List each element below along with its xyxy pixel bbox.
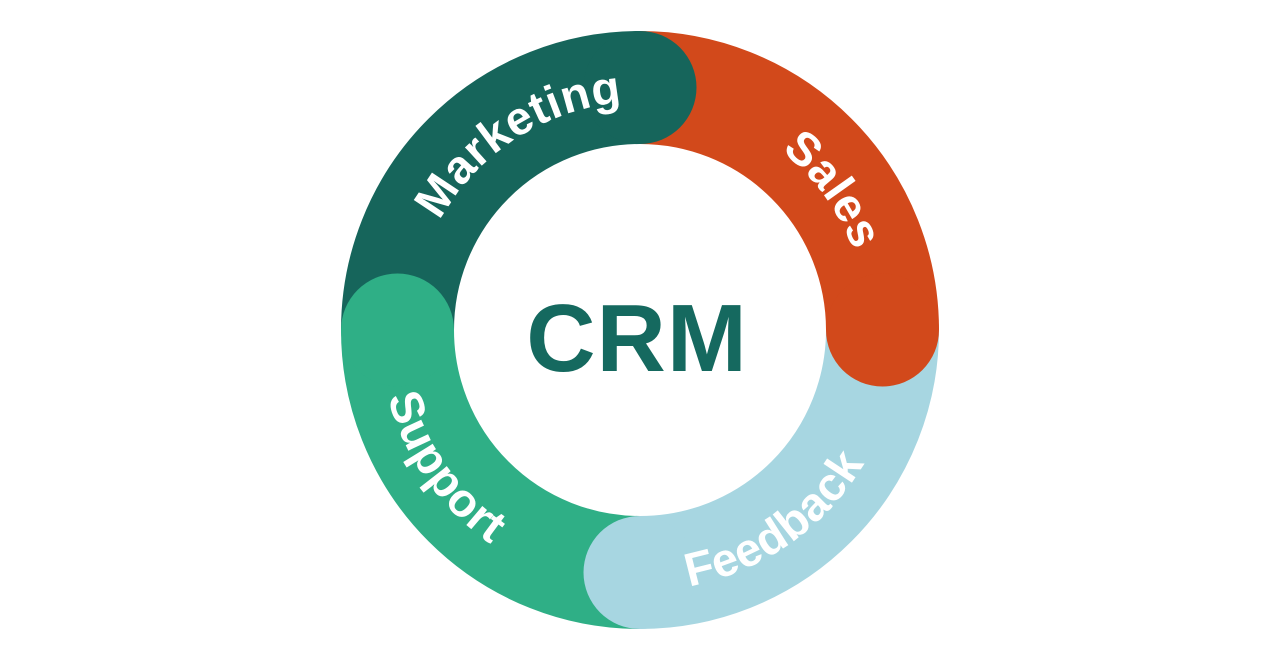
segment-marketing-head-cap: [583, 31, 697, 144]
segment-feedback-head-cap: [583, 516, 697, 629]
diagram-title: CRM: [526, 285, 748, 392]
segment-sales-head-cap: [826, 273, 939, 387]
segment-support-head-cap: [341, 273, 454, 387]
segment-caps: [341, 31, 939, 629]
